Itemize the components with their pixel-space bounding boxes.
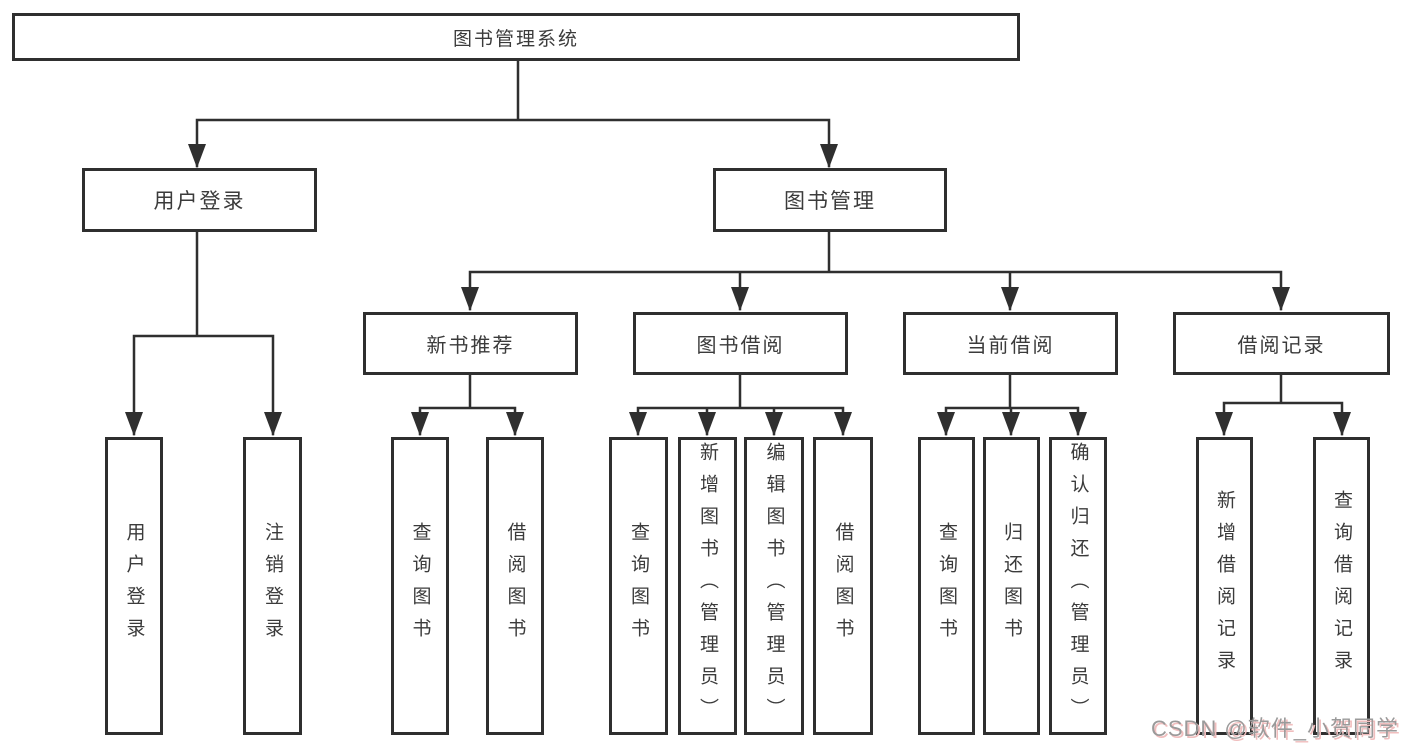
arrowhead (411, 412, 429, 436)
node-current-borrowing: 当前借阅 (903, 312, 1118, 375)
node-label: 当前借阅 (966, 335, 1055, 357)
leaf-edit-book-admin: 编辑图书（管理员） (744, 437, 804, 735)
arrowhead (765, 412, 783, 436)
node-book-management: 图书管理 (713, 168, 947, 232)
node-label: 归还图书 (1001, 522, 1022, 650)
node-label: 查询图书 (628, 522, 649, 650)
arrowhead (1001, 287, 1019, 311)
node-label: 图书管理 (784, 190, 876, 213)
node-new-book-recommendation: 新书推荐 (363, 312, 578, 375)
node-library-management-system: 图书管理系统 (12, 13, 1020, 61)
leaf-confirm-return-admin: 确认归还（管理员） (1049, 437, 1107, 735)
arrowhead (1002, 412, 1020, 436)
node-label: 借阅记录 (1237, 335, 1326, 357)
node-label: 新增图书（管理员） (697, 442, 718, 730)
arrowhead (1215, 412, 1233, 436)
node-user-login: 用户登录 (82, 168, 317, 232)
node-book-borrowing: 图书借阅 (633, 312, 848, 375)
arrowhead (937, 412, 955, 436)
leaf-user-login: 用户登录 (105, 437, 163, 735)
node-label: 新增借阅记录 (1214, 490, 1235, 682)
arrowhead (188, 144, 206, 168)
node-label: 查询图书 (936, 522, 957, 650)
node-label: 借阅图书 (832, 522, 854, 650)
leaf-logout: 注销登录 (243, 437, 302, 735)
leaf-return-book: 归还图书 (983, 437, 1040, 735)
arrowhead (506, 412, 524, 436)
node-label: 图书管理系统 (452, 28, 579, 50)
arrowhead (629, 412, 647, 436)
leaf-borrow-books: 借阅图书 (486, 437, 544, 735)
node-label: 用户登录 (123, 522, 145, 650)
node-borrowing-records: 借阅记录 (1173, 312, 1390, 375)
node-label: 确认归还（管理员） (1067, 442, 1089, 730)
node-label: 注销登录 (262, 522, 283, 650)
node-label: 新书推荐 (426, 335, 515, 357)
node-label: 查询借阅记录 (1331, 490, 1352, 682)
arrowhead (1333, 412, 1351, 436)
leaf-query-books: 查询图书 (391, 437, 449, 735)
leaf-query-borrow-record: 查询借阅记录 (1313, 437, 1370, 735)
node-label: 借阅图书 (504, 522, 526, 650)
arrowhead (731, 287, 749, 311)
csdn-watermark: CSDN @软件_小贺同学 (1150, 716, 1399, 741)
arrowhead (820, 144, 838, 168)
arrowhead (834, 412, 852, 436)
arrowhead (264, 412, 282, 436)
leaf-add-borrow-record: 新增借阅记录 (1196, 437, 1253, 735)
leaf-add-book-admin: 新增图书（管理员） (678, 437, 737, 735)
arrowhead (698, 412, 716, 436)
arrowhead (1272, 287, 1290, 311)
leaf-borrow-books: 借阅图书 (813, 437, 873, 735)
arrowhead (125, 412, 143, 436)
leaf-query-books: 查询图书 (609, 437, 668, 735)
node-label: 图书借阅 (696, 335, 785, 357)
arrowhead (1069, 412, 1087, 436)
leaf-query-books: 查询图书 (918, 437, 975, 735)
node-label: 编辑图书（管理员） (763, 442, 785, 730)
node-label: 用户登录 (153, 190, 246, 213)
arrowhead (461, 287, 479, 311)
node-label: 查询图书 (409, 522, 431, 650)
